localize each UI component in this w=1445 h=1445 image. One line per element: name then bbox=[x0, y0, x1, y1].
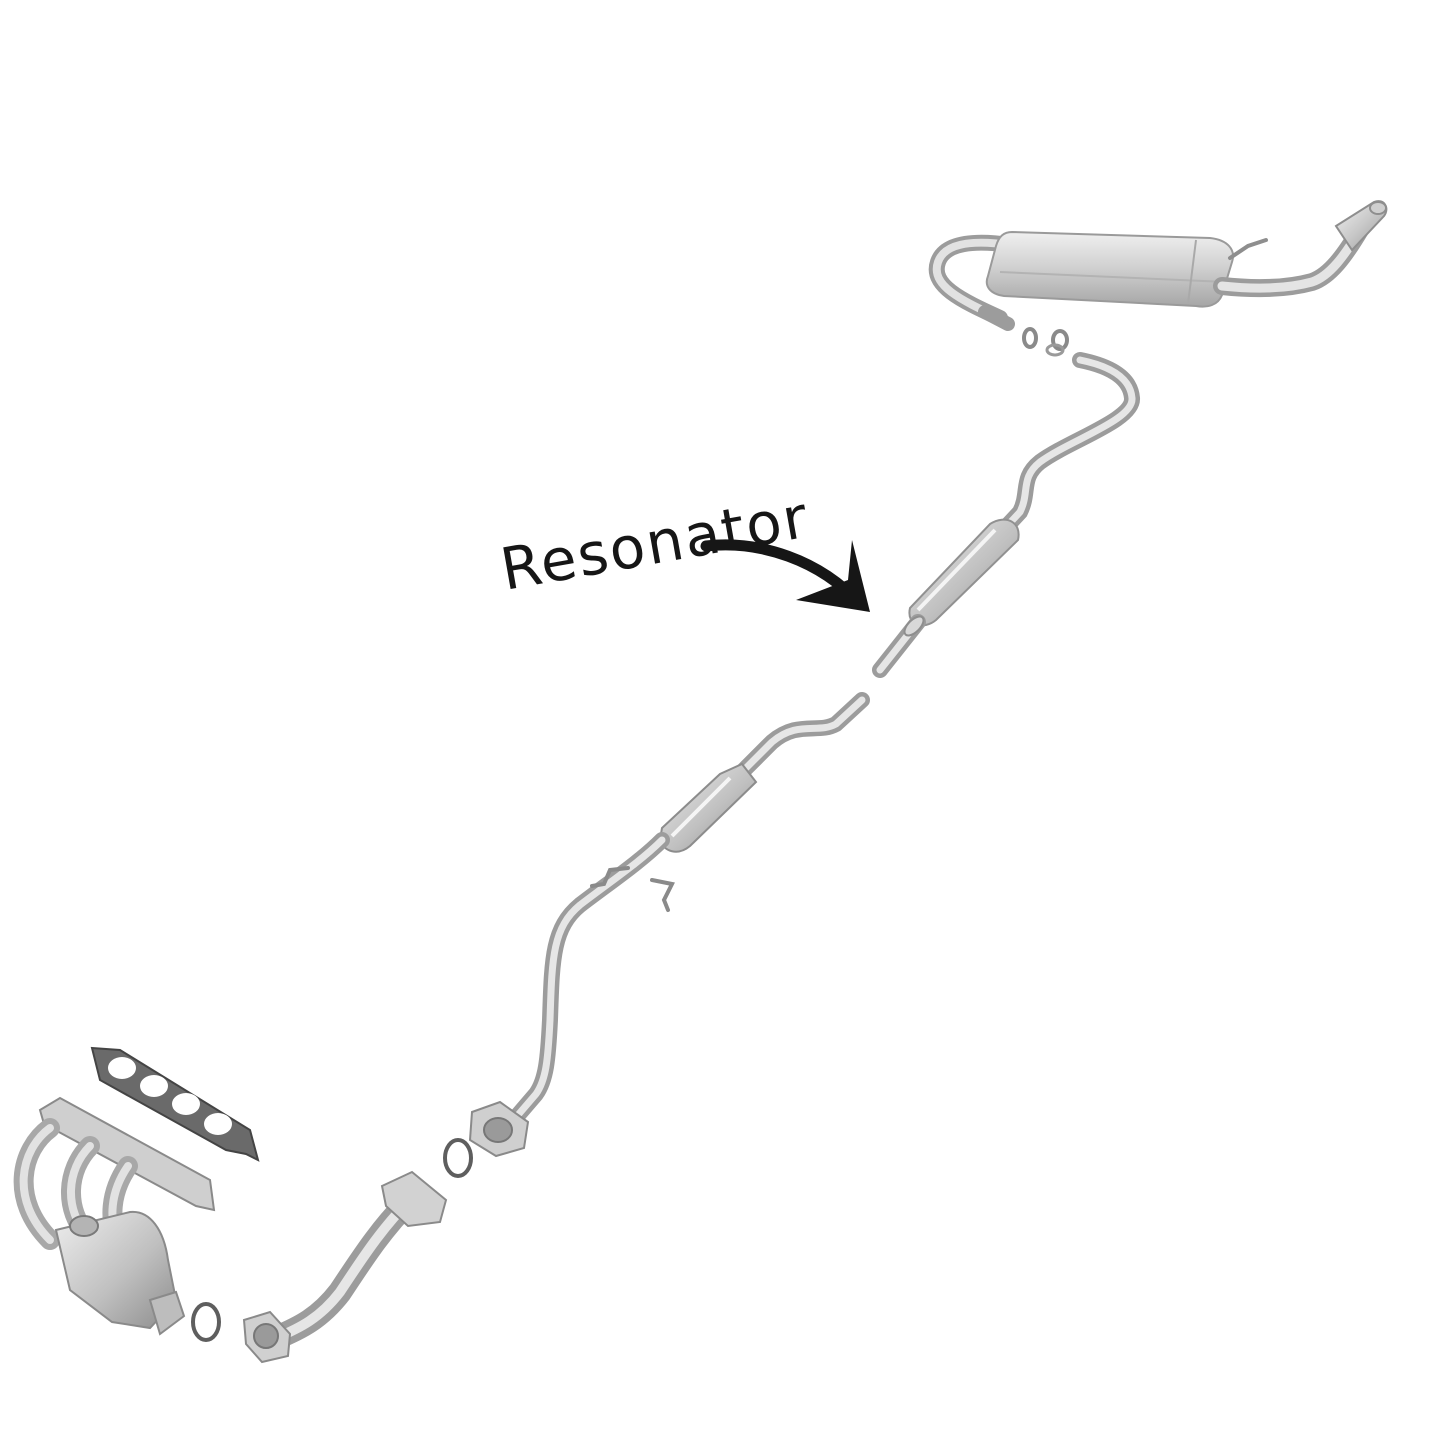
manifold-catalytic-converter bbox=[54, 1210, 178, 1330]
resonator bbox=[908, 518, 1020, 627]
hanger-bracket bbox=[590, 866, 630, 888]
catalytic-converter-assembly bbox=[468, 692, 870, 1158]
front-mid-pipe bbox=[736, 692, 870, 778]
front-pipe-upper-flange bbox=[380, 1170, 448, 1228]
muffler-hanger bbox=[1228, 238, 1268, 260]
downpipe bbox=[504, 832, 670, 1130]
rear-muffler-assembly bbox=[928, 200, 1388, 331]
manifold-outlet bbox=[148, 1290, 186, 1336]
callout-arrowhead bbox=[796, 540, 870, 612]
gasket-ring bbox=[191, 1302, 221, 1342]
front-pipe-assembly bbox=[242, 1170, 448, 1364]
mid-pipe-assembly bbox=[872, 352, 1140, 678]
gasket-ring bbox=[443, 1138, 473, 1178]
washer bbox=[1045, 343, 1065, 357]
nut bbox=[1022, 327, 1038, 349]
clamp-hardware bbox=[1022, 327, 1069, 357]
rear-muffler bbox=[985, 230, 1234, 308]
exhaust-manifold-assembly bbox=[13, 1046, 260, 1336]
resonator-label: Resonator bbox=[496, 483, 815, 604]
flange-gaskets bbox=[191, 1138, 473, 1342]
nut bbox=[1051, 329, 1069, 351]
resonator-callout: Resonator bbox=[496, 483, 870, 612]
hanger-bracket bbox=[650, 878, 675, 912]
catalytic-converter bbox=[658, 762, 758, 853]
